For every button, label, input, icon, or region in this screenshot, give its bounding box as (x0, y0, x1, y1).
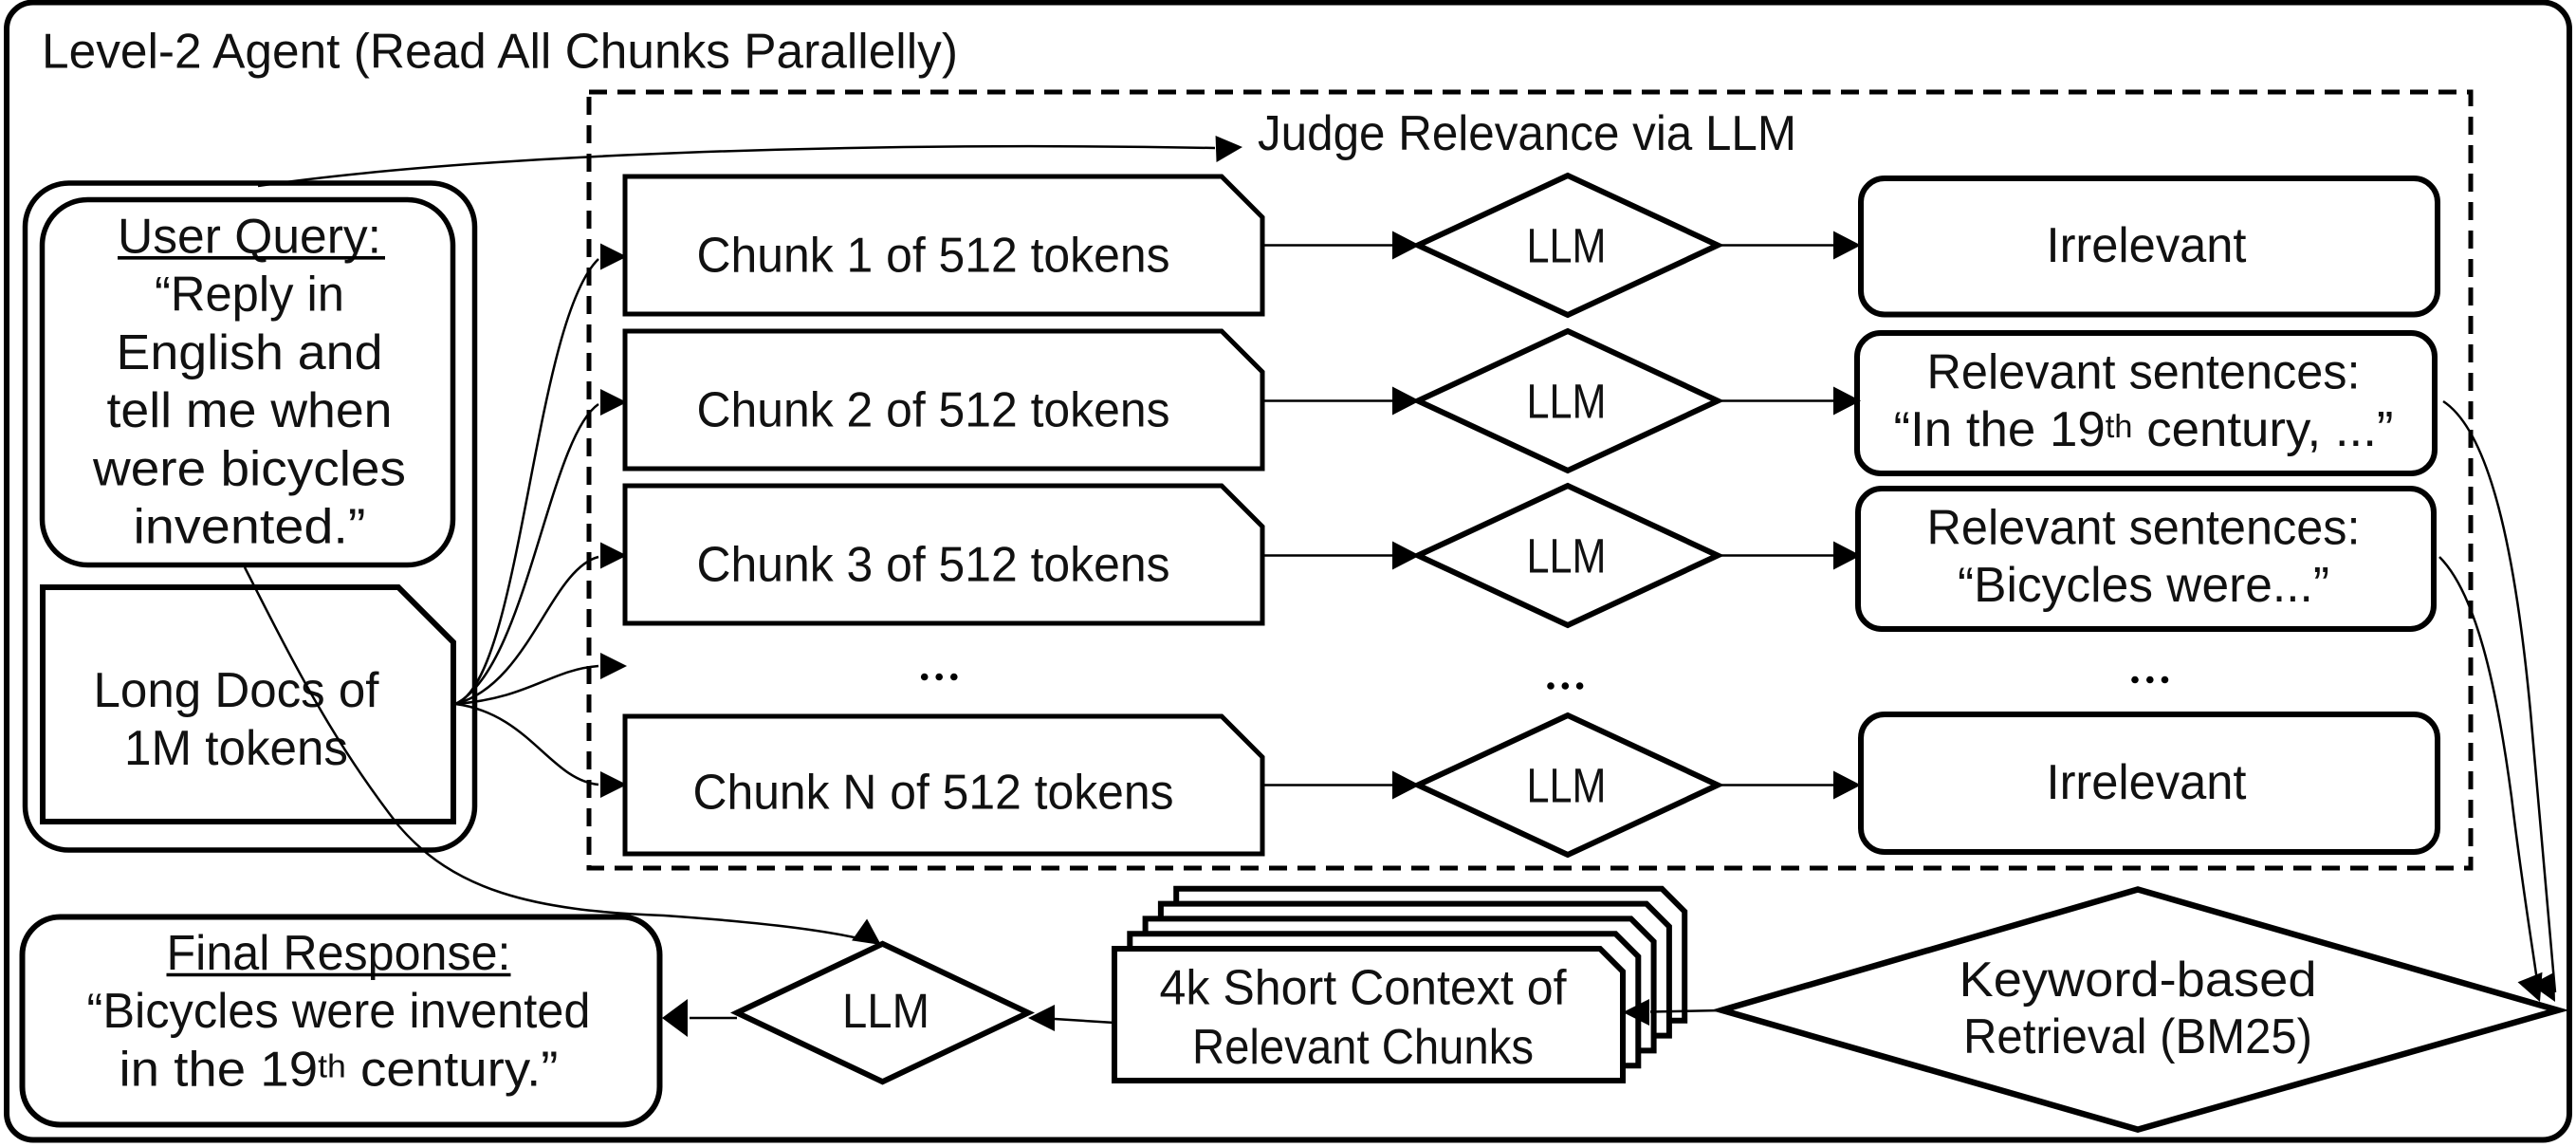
svg-text:were bicycles: were bicycles (92, 441, 406, 496)
svg-text:Level-2 Agent (Read All Chunks: Level-2 Agent (Read All Chunks Parallell… (42, 25, 958, 80)
svg-text:Chunk 3 of 512 tokens: Chunk 3 of 512 tokens (697, 538, 1170, 593)
svg-text:English and: English and (117, 325, 383, 380)
svg-text:Keyword-based: Keyword-based (1960, 953, 2317, 1008)
svg-text:Irrelevant: Irrelevant (2047, 218, 2248, 273)
svg-text:Relevant sentences:: Relevant sentences: (1927, 345, 2361, 400)
svg-text:“Reply in: “Reply in (155, 268, 344, 323)
svg-text:Relevant sentences:: Relevant sentences: (1927, 501, 2361, 556)
svg-text:Judge Relevance via LLM: Judge Relevance via LLM (1258, 106, 1796, 161)
svg-text:Irrelevant: Irrelevant (2047, 755, 2248, 810)
svg-text:1M tokens: 1M tokens (124, 721, 348, 776)
svg-text:tell me when: tell me when (107, 383, 393, 438)
svg-text:LLM: LLM (842, 984, 929, 1038)
svg-text:invented.”: invented.” (134, 500, 366, 555)
svg-text:Chunk 2 of 512 tokens: Chunk 2 of 512 tokens (697, 383, 1170, 438)
svg-text:Relevant Chunks: Relevant Chunks (1192, 1020, 1534, 1075)
svg-text:“Bicycles were...”: “Bicycles were...” (1958, 558, 2329, 613)
svg-text:“Bicycles were invented: “Bicycles were invented (87, 984, 591, 1039)
svg-text:Retrieval (BM25): Retrieval (BM25) (1963, 1009, 2312, 1064)
svg-text:LLM: LLM (1527, 218, 1607, 272)
svg-text:Long Docs of: Long Docs of (94, 663, 380, 718)
svg-text:4k Short Context of: 4k Short Context of (1160, 961, 1568, 1016)
svg-text:Final Response:: Final Response: (167, 926, 511, 981)
svg-text:Chunk N of 512 tokens: Chunk N of 512 tokens (693, 766, 1174, 821)
svg-text:Chunk 1 of 512 tokens: Chunk 1 of 512 tokens (697, 229, 1170, 284)
svg-text:LLM: LLM (1527, 758, 1607, 812)
svg-text:LLM: LLM (1527, 528, 1607, 583)
svg-text:User Query:: User Query: (118, 210, 381, 265)
svg-text:LLM: LLM (1527, 374, 1607, 428)
